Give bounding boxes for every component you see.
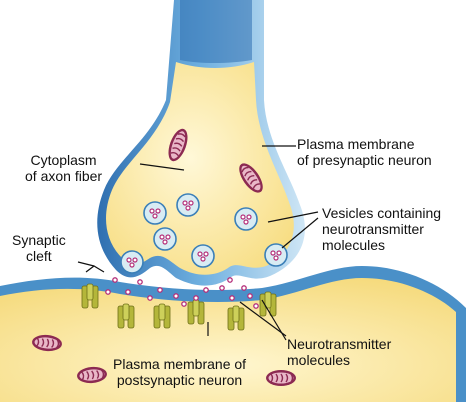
axon-fiber-stripe — [180, 0, 252, 63]
leader-neurotransmitter-2 — [261, 299, 287, 341]
label-plasma-membrane-presynaptic: Plasma membrane of presynaptic neuron — [297, 136, 432, 168]
neurotransmitter-molecule — [125, 289, 131, 295]
neurotransmitter-molecule — [241, 285, 247, 291]
mitochondrion-icon — [77, 366, 107, 384]
label-plasma-membrane-postsynaptic: Plasma membrane of postsynaptic neuron — [113, 356, 247, 388]
neurotransmitter-molecule — [229, 295, 235, 301]
postsynaptic-cytoplasm — [0, 278, 456, 402]
receptor — [117, 303, 135, 329]
neurotransmitter-molecule — [253, 303, 259, 309]
leader-lines — [77, 145, 319, 341]
neurotransmitter-molecule — [137, 279, 143, 285]
vesicle — [264, 243, 288, 267]
leader-synaptic-cleft — [77, 261, 95, 267]
receptor — [187, 299, 205, 325]
receptor — [259, 291, 277, 317]
mitochondria — [32, 128, 296, 386]
postsynaptic-neuron — [0, 266, 466, 402]
receptor-proteins — [81, 283, 277, 331]
mitochondrion-icon — [32, 334, 62, 352]
label-vesicles: Vesicles containing neurotransmitter mol… — [322, 205, 442, 253]
released-neurotransmitter-molecules — [105, 277, 259, 309]
neurotransmitter-molecule — [173, 293, 179, 299]
neurotransmitter-molecule — [112, 277, 118, 283]
vesicle — [176, 193, 200, 217]
receptor — [81, 283, 99, 309]
label-neurotransmitter-molecules: Neurotransmitter molecules — [287, 336, 392, 368]
neurotransmitter-molecule — [203, 287, 209, 293]
presynaptic-terminal — [97, 0, 305, 286]
leader-neurotransmitter-1 — [239, 301, 287, 337]
label-cytoplasm: Cytoplasm of axon fiber — [25, 152, 103, 184]
receptor — [153, 303, 171, 329]
neurotransmitter-molecule — [147, 295, 153, 301]
vesicle — [153, 227, 177, 251]
vesicle — [143, 201, 167, 225]
leader-vesicle-2 — [281, 217, 319, 249]
receptor — [227, 305, 245, 331]
neurotransmitter-molecule — [227, 277, 233, 283]
mitochondrion-icon — [168, 128, 188, 162]
vesicle — [120, 250, 144, 274]
neurotransmitter-molecule — [181, 301, 187, 307]
neurotransmitter-molecule — [219, 285, 225, 291]
synaptic-cleft-bracket — [85, 265, 105, 273]
synaptic-vesicles — [120, 193, 288, 274]
neurotransmitter-molecule — [157, 287, 163, 293]
mitochondrion-icon — [266, 370, 296, 386]
leader-cytoplasm — [139, 163, 185, 171]
leader-vesicle-1 — [267, 211, 319, 223]
cytoplasm-area — [106, 62, 294, 275]
mitochondrion-icon — [239, 163, 263, 193]
neurotransmitter-molecule — [247, 293, 253, 299]
neurotransmitter-molecule — [193, 295, 199, 301]
label-synaptic-cleft: Synaptic cleft — [12, 232, 66, 264]
vesicle — [234, 207, 258, 231]
neurotransmitter-molecule — [105, 289, 111, 295]
vesicle — [191, 244, 215, 268]
